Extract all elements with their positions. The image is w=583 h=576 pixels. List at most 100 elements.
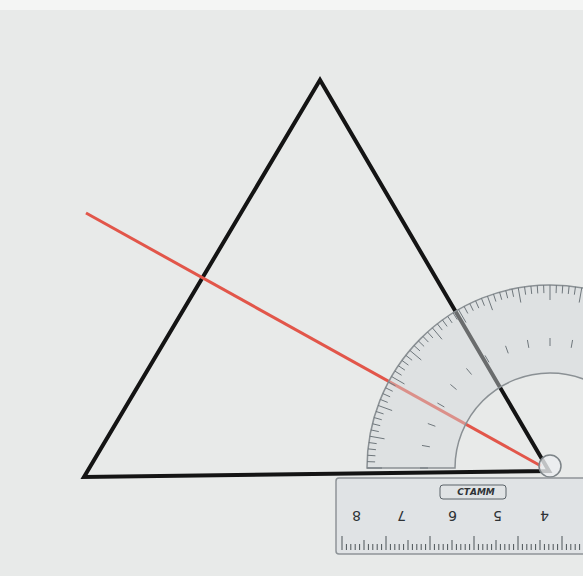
protractor-tick [530, 286, 532, 294]
protractor-tick [470, 304, 474, 311]
protractor [367, 285, 583, 468]
protractor-tick [464, 306, 468, 313]
protractor-tick [369, 443, 377, 444]
protractor-tick [437, 324, 442, 330]
ruler-tick [531, 544, 532, 550]
protractor-tick [380, 399, 387, 402]
ruler-tick [355, 544, 356, 550]
protractor-tick [423, 336, 429, 342]
protractor-tick [437, 403, 444, 407]
ruler-tick [386, 536, 387, 550]
protractor-tick [367, 461, 375, 462]
protractor-tick [428, 332, 433, 338]
protractor-tick [571, 340, 572, 348]
ruler-tick [434, 544, 435, 550]
ruler-tick [540, 540, 541, 550]
ruler-tick [557, 544, 558, 550]
ruler-tick [544, 544, 545, 550]
ruler-number: 4 [540, 509, 549, 523]
ruler [336, 478, 583, 554]
protractor-tick [562, 285, 564, 293]
brand-badge [440, 485, 506, 499]
ruler-tick [377, 544, 378, 550]
protractor-tick [487, 296, 492, 310]
ruler-tick [469, 544, 470, 550]
protractor-tick [406, 355, 412, 360]
protractor-tick [442, 320, 447, 326]
protractor-scale [367, 285, 583, 468]
protractor-tick [448, 316, 452, 323]
ruler-tick [526, 544, 527, 550]
ruler-number: 6 [448, 509, 457, 523]
ruler-tick [487, 544, 488, 550]
ruler-tick [562, 536, 563, 550]
ruler-tick [575, 544, 576, 550]
ruler-tick [474, 536, 475, 550]
ruler-tick [496, 540, 497, 550]
ruler-tick [430, 536, 431, 550]
ruler-tick [491, 544, 492, 550]
brand-label: СТАММ [457, 488, 495, 497]
protractor-tick [418, 341, 424, 347]
protractor-tick [527, 340, 528, 348]
ruler-tick [364, 540, 365, 550]
protractor-tick [386, 388, 393, 392]
ruler-tick [399, 544, 400, 550]
ruler-tick [416, 544, 417, 550]
ruler-tick [518, 536, 519, 550]
ruler-tick [425, 544, 426, 550]
protractor-tick [466, 368, 471, 374]
ruler-tick [566, 544, 567, 550]
protractor-tick [450, 384, 456, 389]
protractor-tick [392, 377, 405, 385]
ruler-tick [513, 544, 514, 550]
protractor-tick [579, 288, 582, 303]
protractor-tick [388, 382, 395, 386]
protractor-tick [398, 366, 405, 370]
ruler-tick [504, 544, 505, 550]
protractor-tick [370, 436, 385, 439]
protractor-tick [371, 430, 379, 432]
ruler-tick [438, 544, 439, 550]
protractor-tick [368, 448, 376, 450]
ruler-number: 7 [397, 509, 406, 523]
ruler-tick [447, 544, 448, 550]
ruler-tick [465, 544, 466, 550]
protractor-tick [518, 288, 521, 303]
protractor-tick [512, 289, 514, 297]
protractor-tick [493, 294, 495, 302]
ruler-tick [368, 544, 369, 550]
ruler-tick [522, 544, 523, 550]
protractor-tick [414, 346, 420, 351]
ruler-tick [579, 544, 580, 550]
ruler-tick [535, 544, 536, 550]
ruler-tick [412, 544, 413, 550]
protractor-center [539, 455, 561, 477]
protractor-tick [428, 424, 436, 427]
ruler-tick [359, 544, 360, 550]
ruler-tick [403, 544, 404, 550]
protractor-tick [453, 313, 457, 320]
ruler-tick [350, 544, 351, 550]
protractor-tick [459, 310, 467, 323]
ruler-tick [452, 540, 453, 550]
ruler-tick [456, 544, 457, 550]
protractor-tick [476, 301, 479, 308]
protractor-tick [376, 411, 384, 413]
protractor-tick [568, 286, 570, 294]
protractor-tick [550, 338, 551, 346]
ruler-tick [548, 544, 549, 550]
paper-edge [0, 0, 583, 10]
protractor-tick [402, 360, 408, 365]
ruler-tick [390, 544, 391, 550]
ruler-tick [346, 544, 347, 550]
protractor-tick [525, 287, 526, 295]
protractor-tick [420, 468, 428, 469]
ruler-tick [570, 544, 571, 550]
protractor-tick [481, 298, 484, 305]
protractor-tick [550, 285, 551, 300]
protractor-tick [574, 287, 575, 295]
ruler-number: 5 [493, 509, 502, 523]
protractor-tick [537, 285, 539, 293]
